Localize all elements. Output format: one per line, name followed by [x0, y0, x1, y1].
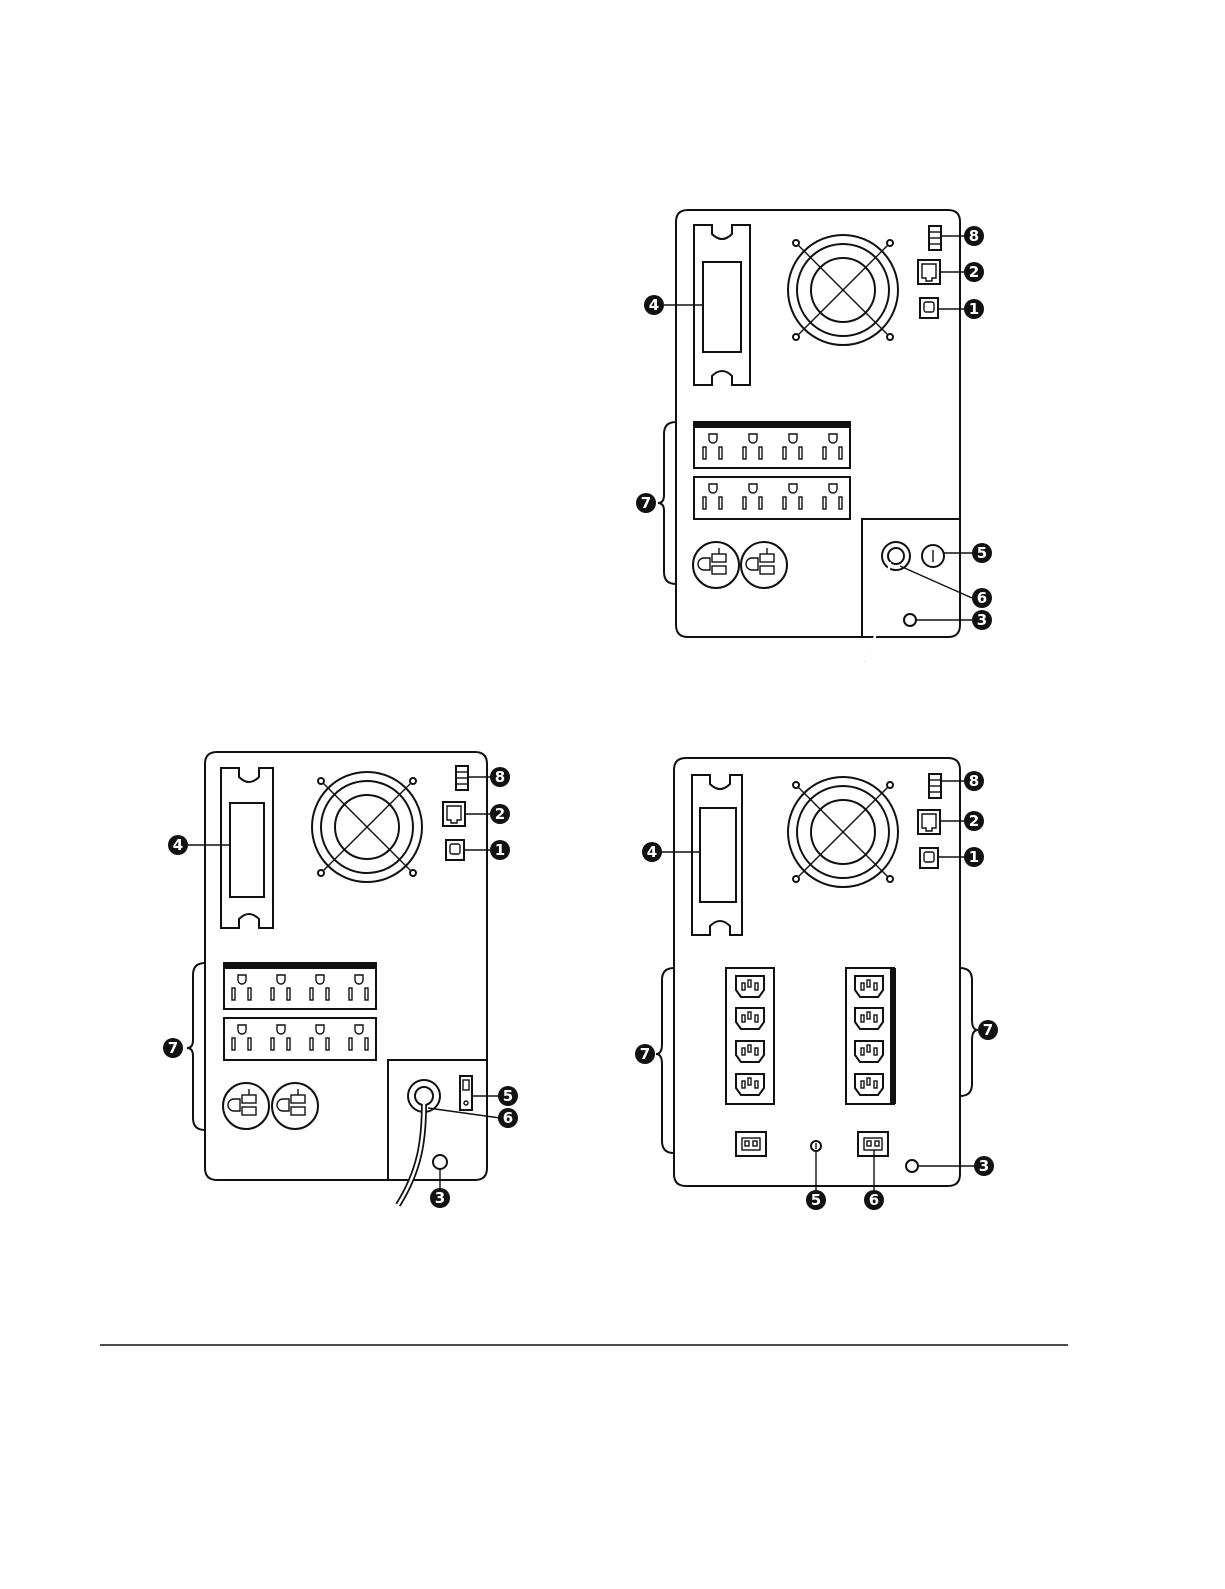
bottom-right-panel: 8 2 1 4 7 7 5 6 3: [635, 758, 998, 1210]
bl-usb-port: [446, 840, 464, 860]
bl-callout-4: 4: [173, 836, 183, 854]
br-brace-right: [960, 968, 978, 1096]
top-dip-switch: [929, 226, 941, 250]
top-callout-6: 6: [977, 589, 987, 607]
top-callout-8: 8: [969, 227, 979, 245]
top-panel: 8 2 1 4 7 5 6 3: [636, 210, 992, 662]
br-callout-2: 2: [969, 812, 979, 830]
br-callout-7b: 7: [983, 1021, 993, 1039]
br-callout-5: 5: [811, 1191, 821, 1209]
bl-outlet-strip-2: [224, 1018, 376, 1060]
bl-twist-lock-outlets: [223, 1083, 318, 1129]
top-callout-1: 1: [969, 300, 979, 318]
br-card-slot: [692, 775, 742, 935]
bl-callout-8: 8: [495, 768, 505, 786]
bl-dip-switch: [456, 766, 468, 790]
bl-callout-5: 5: [503, 1087, 513, 1105]
bl-callout-2: 2: [495, 805, 505, 823]
br-bottom-connectors: [736, 1132, 918, 1172]
br-callout-1: 1: [969, 848, 979, 866]
br-fan: [788, 777, 898, 887]
br-network-port: [918, 810, 940, 834]
bl-callouts: 8 2 1 4 7 5 6 3: [163, 767, 518, 1208]
bl-brace: [187, 963, 205, 1130]
top-network-port: [918, 260, 940, 284]
br-callout-3: 3: [979, 1157, 989, 1175]
bl-callout-6: 6: [503, 1109, 513, 1127]
top-outlet-strip-2: [694, 477, 850, 519]
br-dip-switch: [929, 774, 941, 798]
top-outlet-strip-1: [694, 422, 850, 468]
top-callout-2: 2: [969, 263, 979, 281]
br-iec-bank-left: [726, 968, 774, 1104]
br-iec-bank-right: [846, 968, 896, 1104]
br-usb-port: [920, 848, 938, 868]
top-brace: [658, 422, 676, 584]
br-callout-6: 6: [869, 1191, 879, 1209]
top-callout-3: 3: [977, 611, 987, 629]
br-callout-7a: 7: [640, 1045, 650, 1063]
bl-fan: [312, 772, 422, 882]
top-input-section: [862, 519, 960, 662]
bl-outlet-strip-1: [224, 963, 376, 1009]
top-twist-lock-outlets: [693, 542, 787, 588]
bl-callout-3: 3: [435, 1189, 445, 1207]
bl-input-section: [388, 1060, 487, 1205]
bottom-left-panel: 8 2 1 4 7 5 6 3: [163, 752, 518, 1208]
top-callout-5: 5: [977, 544, 987, 562]
top-callout-7: 7: [641, 494, 651, 512]
top-callout-4: 4: [649, 296, 659, 314]
bl-callout-7: 7: [168, 1039, 178, 1057]
br-callout-8: 8: [969, 772, 979, 790]
br-brace-left: [656, 968, 674, 1153]
br-callout-4: 4: [647, 843, 657, 861]
top-fan: [788, 235, 898, 345]
bl-network-port: [443, 802, 465, 826]
bl-card-slot: [221, 768, 273, 928]
bl-callout-1: 1: [495, 841, 505, 859]
top-usb-port: [920, 298, 938, 318]
